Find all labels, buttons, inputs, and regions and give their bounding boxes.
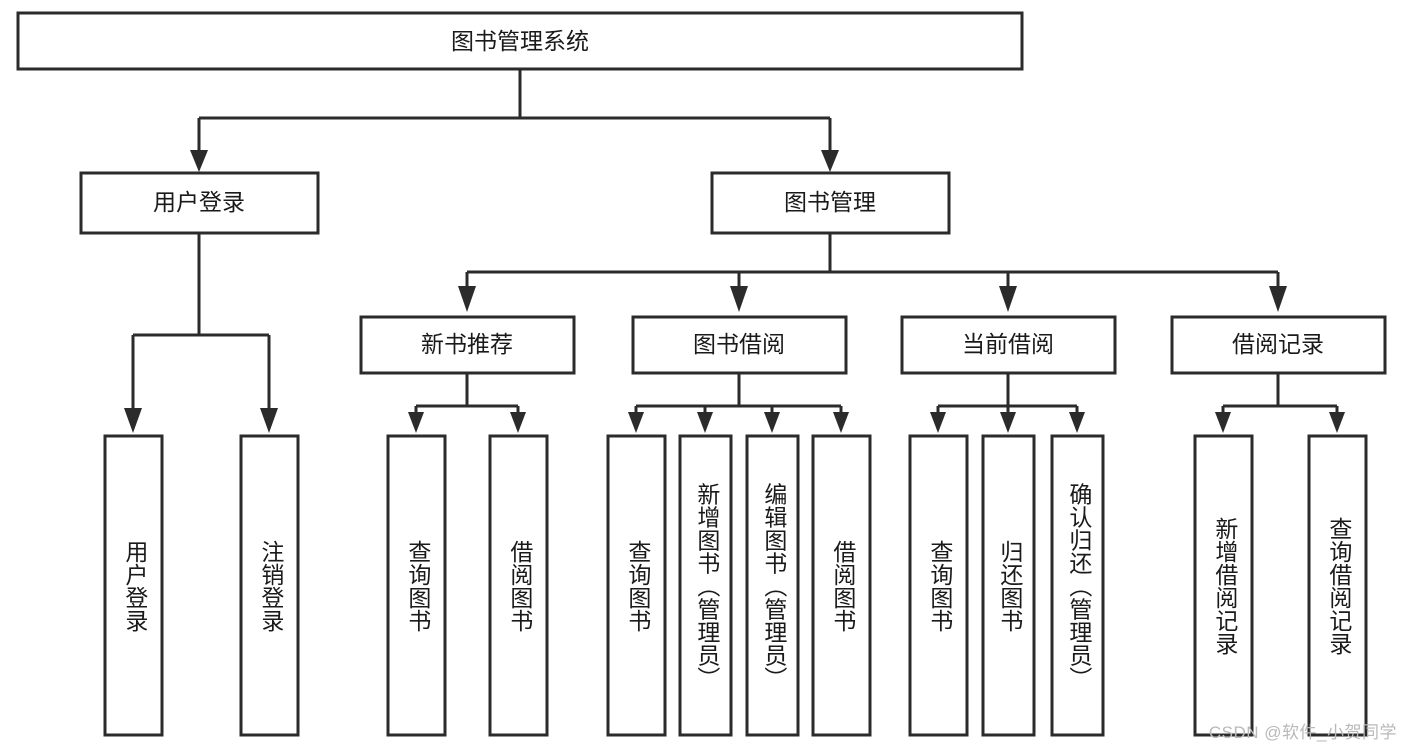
- leaf-node[interactable]: 查询借阅记录: [1307, 434, 1368, 737]
- leaf-box[interactable]: [1193, 434, 1254, 737]
- leaf-node[interactable]: 新增借阅记录: [1193, 434, 1254, 737]
- arrow-head-icon: [124, 408, 142, 433]
- arrow-head-icon: [510, 412, 526, 433]
- arrow-head-icon: [730, 286, 748, 312]
- leaf-label: 查询图书: [625, 540, 652, 632]
- node-user-login-label: 用户登录: [153, 189, 245, 215]
- node-current-borrow-label: 当前借阅: [962, 331, 1054, 357]
- node-borrow-record-box[interactable]: [1170, 315, 1387, 375]
- leaf-label: 新增图书（管理员）: [694, 483, 721, 690]
- arrow-head-icon: [821, 150, 839, 172]
- node-book-management[interactable]: 图书管理: [710, 171, 951, 235]
- leaf-box[interactable]: [1307, 434, 1368, 737]
- node-user-login-box[interactable]: [79, 171, 320, 235]
- node-new-book-recommend[interactable]: 新书推荐: [359, 315, 576, 375]
- node-book-borrow-label: 图书借阅: [693, 331, 785, 357]
- leaf-label: 查询借阅记录: [1326, 517, 1353, 655]
- arrow-head-icon: [930, 412, 946, 433]
- leaf-node[interactable]: 确认归还（管理员）: [1050, 434, 1105, 737]
- leaf-box[interactable]: [981, 434, 1036, 737]
- leaf-node[interactable]: 归还图书: [981, 434, 1036, 737]
- leaf-node[interactable]: 注销登录: [239, 434, 300, 737]
- leaf-node[interactable]: 查询图书: [386, 434, 447, 737]
- arrow-head-icon: [1329, 412, 1345, 433]
- node-user-login[interactable]: 用户登录: [79, 171, 320, 235]
- leaf-box[interactable]: [488, 434, 549, 737]
- arrow-head-icon: [1215, 412, 1231, 433]
- node-borrow-record[interactable]: 借阅记录: [1170, 315, 1387, 375]
- arrow-head-icon: [1269, 286, 1287, 312]
- leaf-box[interactable]: [745, 434, 800, 737]
- node-borrow-record-label: 借阅记录: [1232, 331, 1324, 357]
- leaf-label: 用户登录: [122, 540, 149, 632]
- node-book-borrow[interactable]: 图书借阅: [631, 315, 848, 375]
- leaf-label: 归还图书: [997, 540, 1024, 632]
- leaf-node[interactable]: 新增图书（管理员）: [678, 434, 733, 737]
- leaf-label: 注销登录: [258, 540, 285, 632]
- leaf-box[interactable]: [678, 434, 733, 737]
- leaf-box[interactable]: [239, 434, 300, 737]
- leaf-box[interactable]: [606, 434, 667, 737]
- node-book-borrow-box[interactable]: [631, 315, 848, 375]
- node-root[interactable]: 图书管理系统: [16, 11, 1024, 71]
- leaf-node[interactable]: 编辑图书（管理员）: [745, 434, 800, 737]
- leaf-label: 借阅图书: [507, 540, 534, 632]
- arrow-head-icon: [833, 412, 849, 433]
- leaf-label: 编辑图书（管理员）: [761, 483, 788, 690]
- leaf-node[interactable]: 借阅图书: [811, 434, 872, 737]
- leaf-box[interactable]: [908, 434, 969, 737]
- arrow-head-icon: [697, 412, 713, 433]
- node-root-box[interactable]: [16, 11, 1024, 71]
- arrow-head-icon: [1069, 412, 1085, 433]
- leaf-box[interactable]: [386, 434, 447, 737]
- leaf-label: 确认归还（管理员）: [1066, 483, 1093, 690]
- leaf-box[interactable]: [103, 434, 164, 737]
- arrow-head-icon: [408, 412, 424, 433]
- node-root-label: 图书管理系统: [451, 28, 589, 54]
- leaf-label: 新增借阅记录: [1212, 517, 1239, 655]
- connector-layer: [124, 68, 1345, 433]
- arrow-head-icon: [260, 408, 278, 433]
- arrow-head-icon: [458, 286, 476, 312]
- leaf-node[interactable]: 借阅图书: [488, 434, 549, 737]
- leaf-box[interactable]: [1050, 434, 1105, 737]
- leaf-label: 查询图书: [927, 540, 954, 632]
- node-book-management-label: 图书管理: [784, 189, 876, 215]
- arrow-head-icon: [190, 150, 208, 172]
- node-book-management-box[interactable]: [710, 171, 951, 235]
- leaf-box[interactable]: [811, 434, 872, 737]
- arrow-head-icon: [764, 412, 780, 433]
- arrow-head-icon: [628, 412, 644, 433]
- node-new-book-recommend-label: 新书推荐: [421, 331, 513, 357]
- leaf-label: 查询图书: [405, 540, 432, 632]
- leaf-node[interactable]: 查询图书: [908, 434, 969, 737]
- node-current-borrow[interactable]: 当前借阅: [900, 315, 1117, 375]
- node-new-book-recommend-box[interactable]: [359, 315, 576, 375]
- node-current-borrow-box[interactable]: [900, 315, 1117, 375]
- leaf-node[interactable]: 查询图书: [606, 434, 667, 737]
- arrow-head-icon: [999, 286, 1017, 312]
- leaf-label: 借阅图书: [830, 540, 857, 632]
- arrow-head-icon: [1000, 412, 1016, 433]
- leaf-node[interactable]: 用户登录: [103, 434, 164, 737]
